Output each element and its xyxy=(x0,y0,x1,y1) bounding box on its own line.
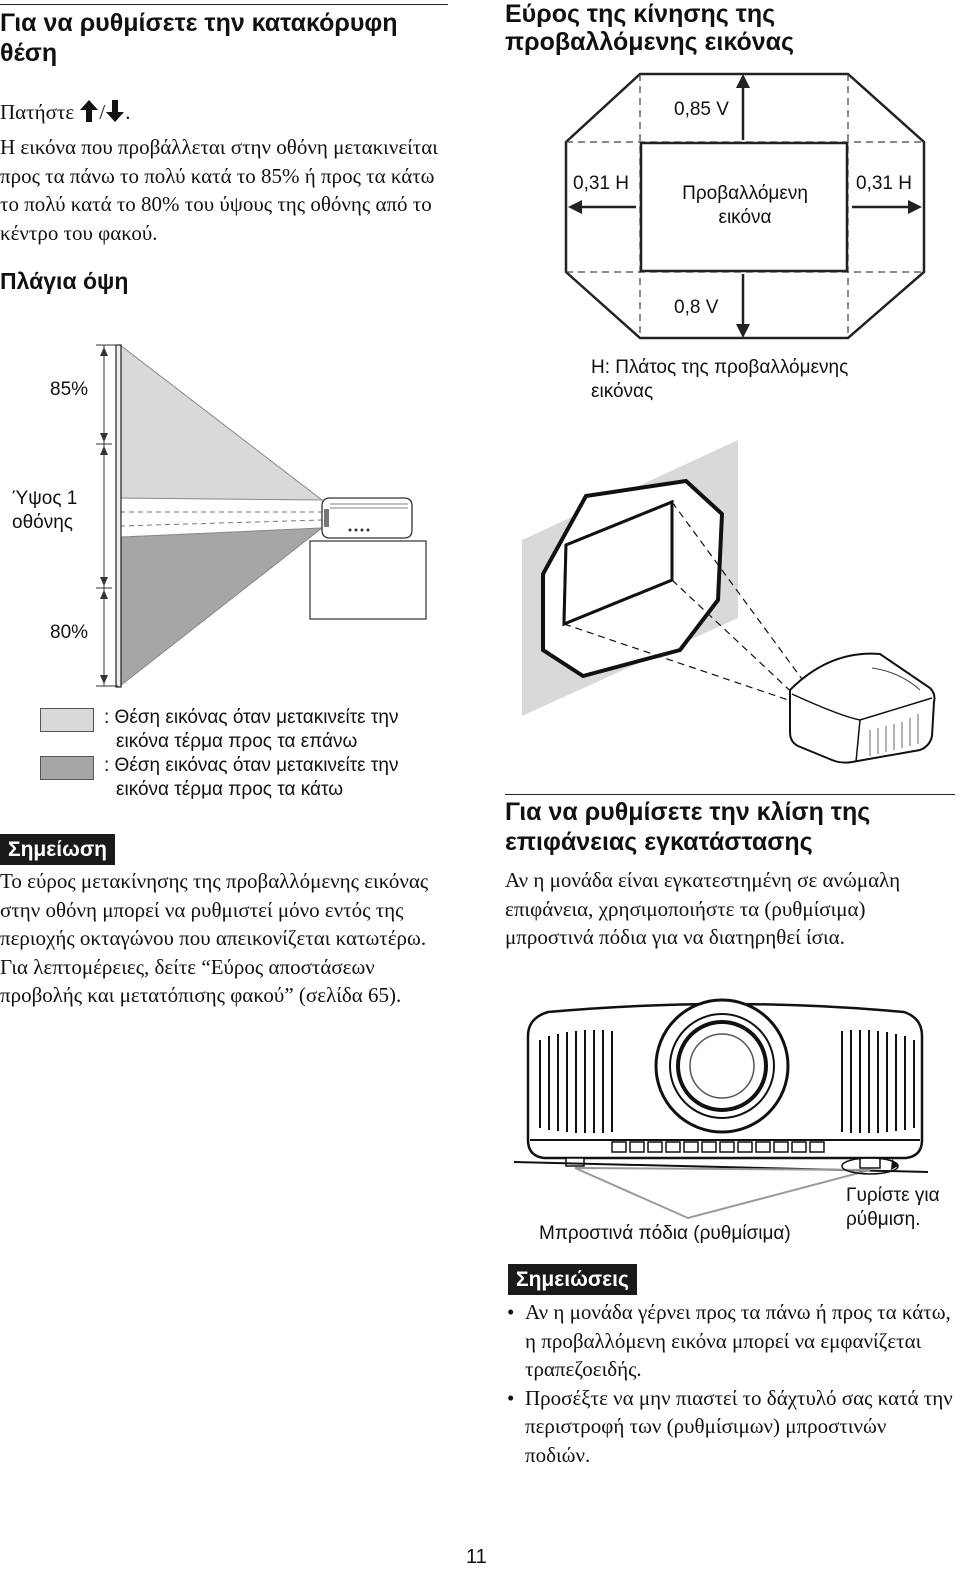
octagon-left-label: 0,31 H xyxy=(573,173,629,194)
h-legend: H: Πλάτος της προβαλλόμενης εικόνας xyxy=(591,357,849,402)
octagon-diagram xyxy=(564,72,926,340)
press-prefix: Πατήστε xyxy=(0,100,75,124)
page-number: 11 xyxy=(466,1546,487,1568)
side-view-title: Πλάγια όψη xyxy=(0,268,129,294)
octagon-center-label: Προβαλλόμενη εικόνα xyxy=(682,183,808,228)
legend-text-down: : Θέση εικόνας όταν μετακινείτε την εικό… xyxy=(104,755,399,800)
notes-list-item: Προσέξτε να μην πιαστεί το δάχτυλό σας κ… xyxy=(505,1384,955,1470)
notes-badge: Σημειώσεις xyxy=(508,1264,637,1295)
turn-label: Γυρίστε για ρύθμιση. xyxy=(846,1185,940,1230)
side-view-diagram xyxy=(96,343,427,688)
projection-perspective-illustration xyxy=(522,440,936,764)
note-badge: Σημείωση xyxy=(0,834,116,865)
heading-rule-right xyxy=(505,794,955,795)
notes-list: Αν η μονάδα γέρνει προς τα πάνω ή προς τ… xyxy=(505,1298,955,1469)
heading-rule-left xyxy=(0,4,448,5)
arrow-up-icon xyxy=(80,100,99,122)
screen-height-label: Ύψος 1 οθόνης xyxy=(12,488,78,533)
legend-swatch-up xyxy=(40,708,94,732)
octagon-right-label: 0,31 H xyxy=(856,173,912,194)
legend-swatch-down xyxy=(40,756,94,780)
front-feet-label: Μπροστινά πόδια (ρυθμίσιμα) xyxy=(539,1223,791,1244)
range-heading: Εύρος της κίνησης της προβαλλόμενης εικό… xyxy=(505,0,795,56)
vertical-position-heading: Για να ρυθμίσετε την κατακόρυφη θέση xyxy=(0,9,398,67)
up-percent-label: 85% xyxy=(50,379,89,400)
press-instruction: Πατήστε / . xyxy=(0,100,131,124)
press-suffix: . xyxy=(125,100,131,124)
legend-text-up: : Θέση εικόνας όταν μετακινείτε την εικό… xyxy=(104,707,399,752)
tilt-text: Αν η μονάδα είναι εγκατεστημένη σε ανώμα… xyxy=(505,868,901,949)
tilt-heading: Για να ρυθμίσετε την κλίση της επιφάνεια… xyxy=(505,798,871,856)
octagon-top-label: 0,85 V xyxy=(674,99,729,120)
down-percent-label: 80% xyxy=(50,622,89,643)
projector-front-illustration xyxy=(513,998,929,1220)
note-text: Το εύρος μετακίνησης της προβαλλόμενης ε… xyxy=(0,869,429,1007)
shift-description: Η εικόνα που προβάλλεται στην οθόνη μετα… xyxy=(0,135,438,245)
notes-list-item: Αν η μονάδα γέρνει προς τα πάνω ή προς τ… xyxy=(505,1298,955,1384)
arrow-down-icon xyxy=(106,100,125,122)
octagon-bottom-label: 0,8 V xyxy=(674,297,719,318)
